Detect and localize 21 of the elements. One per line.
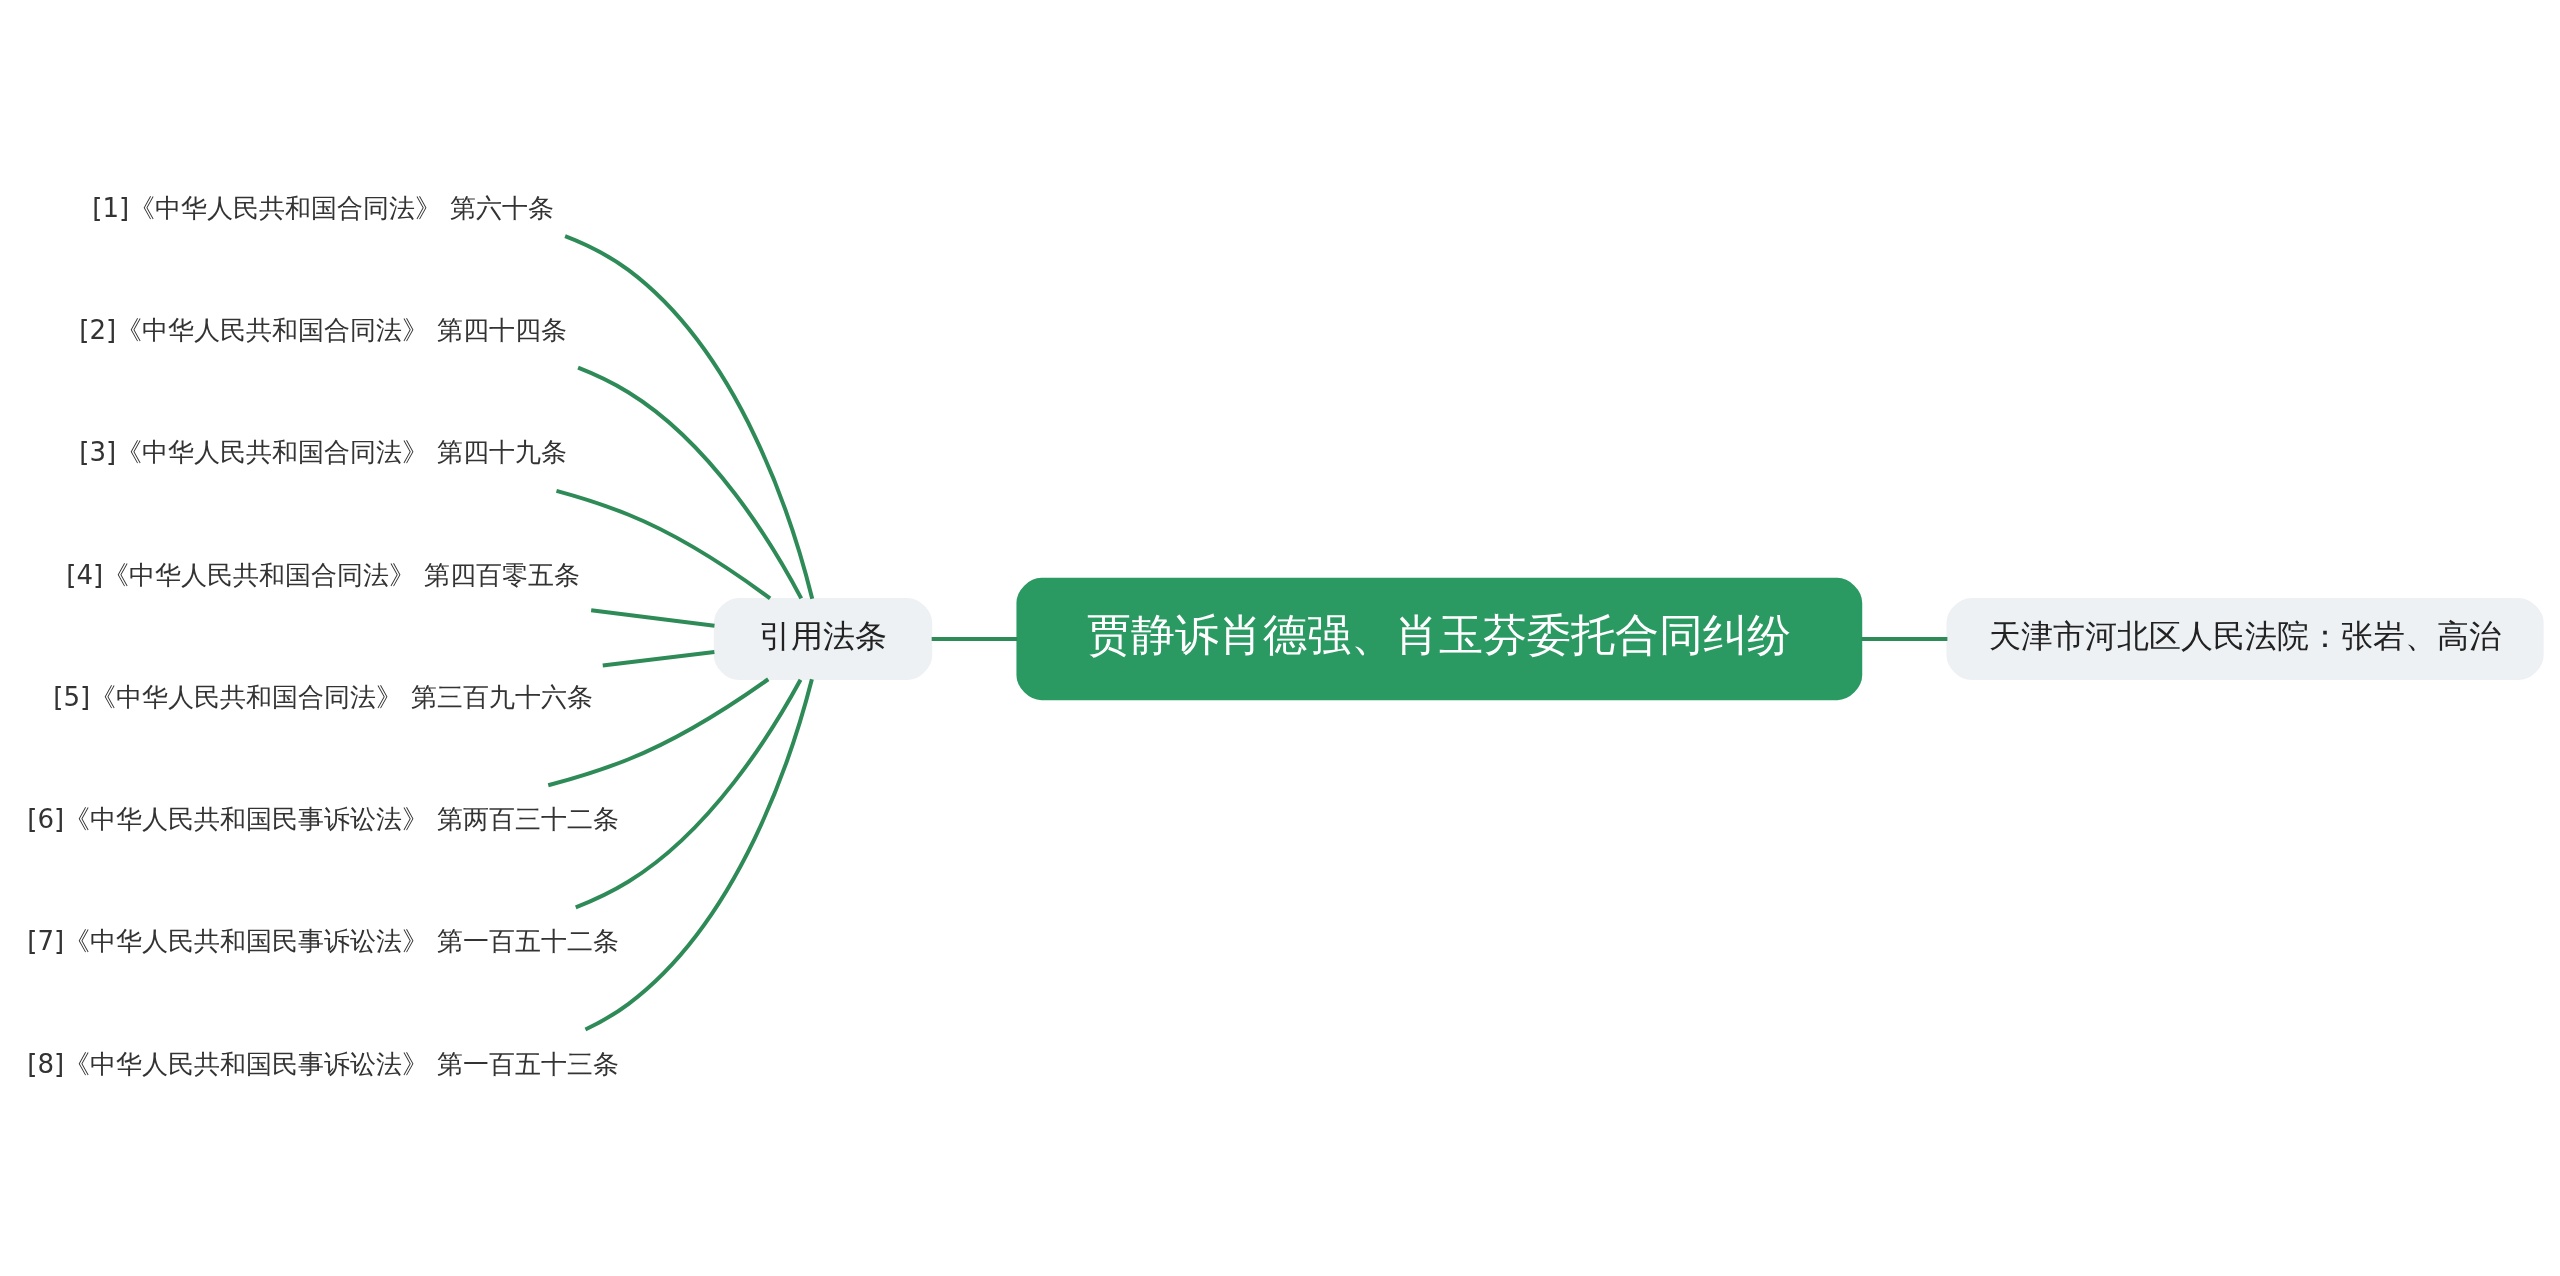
connector [575,678,803,910]
node-text: [1]《中华人民共和国合同法》 第六十条 [92,192,554,223]
connector [584,678,814,1032]
node-text: [6]《中华人民共和国民事诉讼法》 第两百三十二条 [27,804,619,835]
connector [931,637,1018,641]
node-box: 天津市河北区人民法院：张岩、高治 [1946,597,2544,681]
node-box: 引用法条 [713,597,933,681]
connector [1861,637,1948,641]
node-box: 贾静诉肖德强、肖玉芬委托合同纠纷 [1016,577,1863,701]
connector [555,488,772,601]
connector [590,608,715,628]
node-text: [8]《中华人民共和国民事诉讼法》 第一百五十三条 [27,1048,619,1079]
connector [547,677,770,788]
node-text: [3]《中华人民共和国合同法》 第四十九条 [79,437,567,468]
node-text: [2]《中华人民共和国合同法》 第四十四条 [79,315,567,346]
connector [577,365,803,600]
connector [602,649,715,668]
node-text: [7]《中华人民共和国民事诉讼法》 第一百五十二条 [27,926,619,957]
node-text: [4]《中华人民共和国合同法》 第四百零五条 [66,559,580,590]
node-text: [5]《中华人民共和国合同法》 第三百九十六条 [53,681,593,712]
connector [564,234,815,600]
